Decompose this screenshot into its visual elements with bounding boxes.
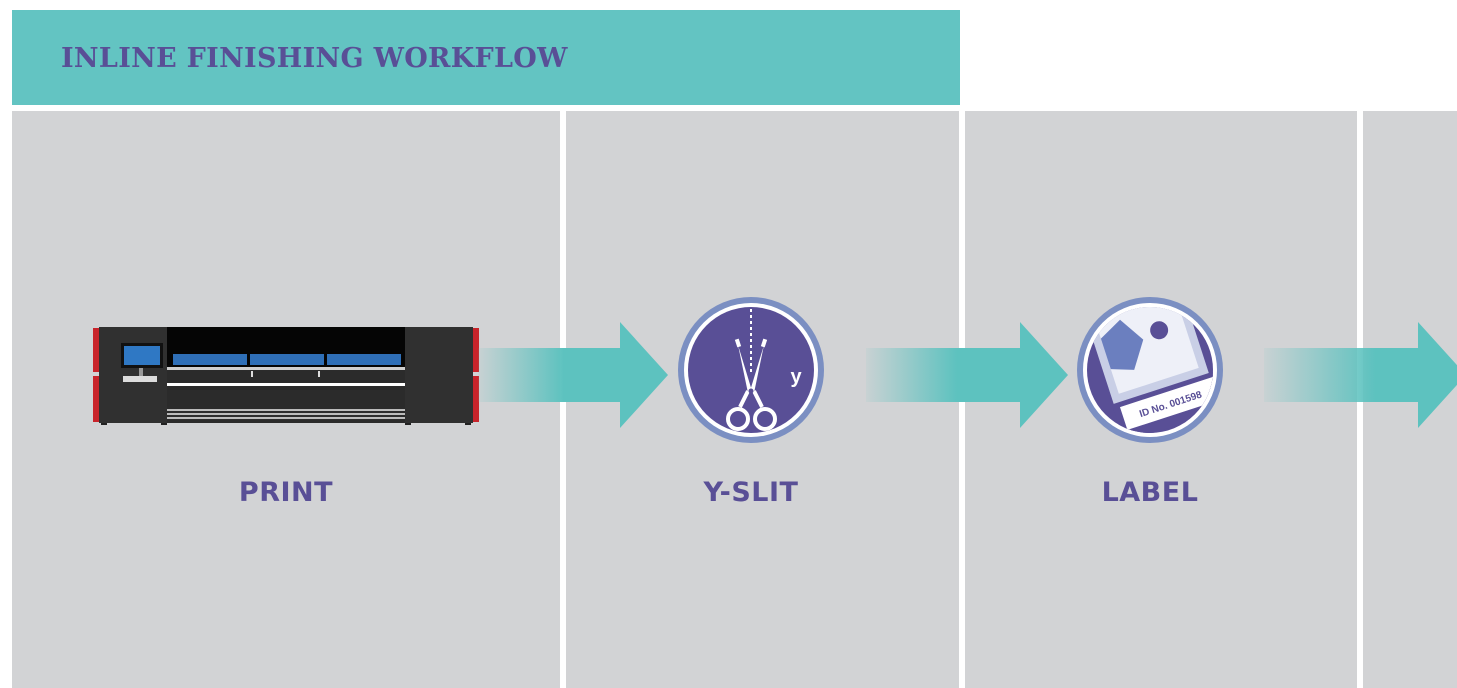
flow-arrow	[866, 320, 1070, 430]
scissors-icon: y	[676, 295, 826, 445]
step-label-label: LABEL	[1101, 477, 1199, 508]
header-banner: INLINE FINISHING WORKFLOW	[12, 10, 960, 105]
flow-arrow	[1264, 320, 1457, 430]
flow-arrow	[478, 320, 670, 430]
y-badge: y	[790, 366, 802, 388]
step-label-print: PRINT	[238, 477, 334, 508]
label-icon: ID No. 001598	[1075, 295, 1225, 445]
step-label-y-slit: Y-SLIT	[703, 477, 799, 508]
printer-icon	[93, 325, 479, 435]
page-title: INLINE FINISHING WORKFLOW	[61, 43, 568, 74]
